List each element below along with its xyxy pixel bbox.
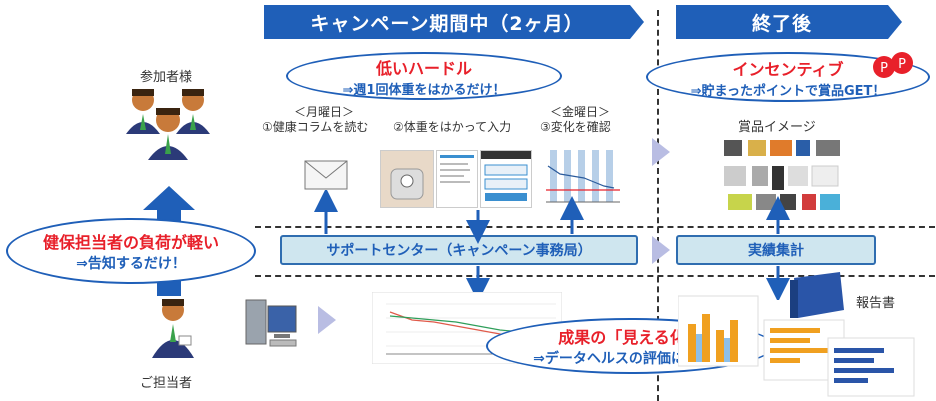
results-tally-bar: 実績集計	[676, 235, 876, 265]
campaign-banner-arrow	[630, 5, 644, 39]
visualize-title: 成果の「見える化」	[558, 328, 702, 347]
step-friday-day: ＜金曜日＞	[550, 105, 611, 119]
hurdle-callout: 低いハードル ⇒週1回体重をはかるだけ！	[286, 52, 562, 100]
report-label: 報告書	[856, 296, 896, 311]
upper-divider	[255, 226, 935, 228]
campaign-period-banner: キャンペーン期間中（2ヶ月）	[264, 5, 630, 39]
connector-arrows	[314, 190, 790, 300]
flow-arrow-top	[652, 138, 670, 166]
after-period-banner: 終了後	[676, 5, 888, 39]
lower-divider	[255, 275, 935, 277]
envelope-icon	[304, 160, 348, 190]
incentive-subtitle: ⇒貯まったポイントで賞品GET！	[690, 83, 886, 99]
flow-arrow-bottom	[318, 306, 336, 334]
participants-icon	[126, 89, 210, 160]
support-center-bar: サポートセンター（キャンペーン事務局）	[280, 235, 638, 265]
burden-callout: 健保担当者の負荷が軽い ⇒告知するだけ！	[6, 218, 256, 284]
incentive-title: インセンティブ	[732, 59, 844, 79]
hurdle-title: 低いハードル	[375, 58, 472, 78]
prize-label: 賞品イメージ	[738, 120, 816, 135]
weighing-photo	[380, 150, 434, 208]
step-1-text: ①健康コラムを読む	[262, 120, 369, 134]
svg-text:P: P	[898, 57, 906, 72]
weight-trend-chart	[546, 150, 620, 203]
step-2-text: ②体重をはかって入力	[393, 120, 512, 134]
admin-icon	[152, 299, 194, 358]
burden-subtitle: ⇒告知するだけ！	[76, 256, 186, 272]
svg-text:P: P	[880, 61, 888, 76]
burden-title: 健保担当者の負荷が軽い	[42, 233, 219, 252]
report-binder-icon	[790, 272, 844, 318]
step-3-text: ③変化を確認	[540, 120, 611, 134]
after-banner-arrow	[888, 5, 902, 39]
period-divider	[657, 10, 659, 401]
report-charts	[678, 295, 915, 397]
step-monday-day: ＜月曜日＞	[294, 105, 355, 119]
participants-label: 参加者様	[140, 70, 193, 85]
app-screen-2	[480, 150, 532, 208]
point-coins-icon: P P	[873, 52, 913, 78]
app-screen-1	[436, 150, 478, 208]
computer-icon	[245, 299, 297, 347]
admin-label: ご担当者	[140, 376, 193, 391]
hurdle-subtitle: ⇒週1回体重をはかるだけ！	[342, 82, 506, 98]
flow-arrow-middle	[652, 236, 670, 264]
